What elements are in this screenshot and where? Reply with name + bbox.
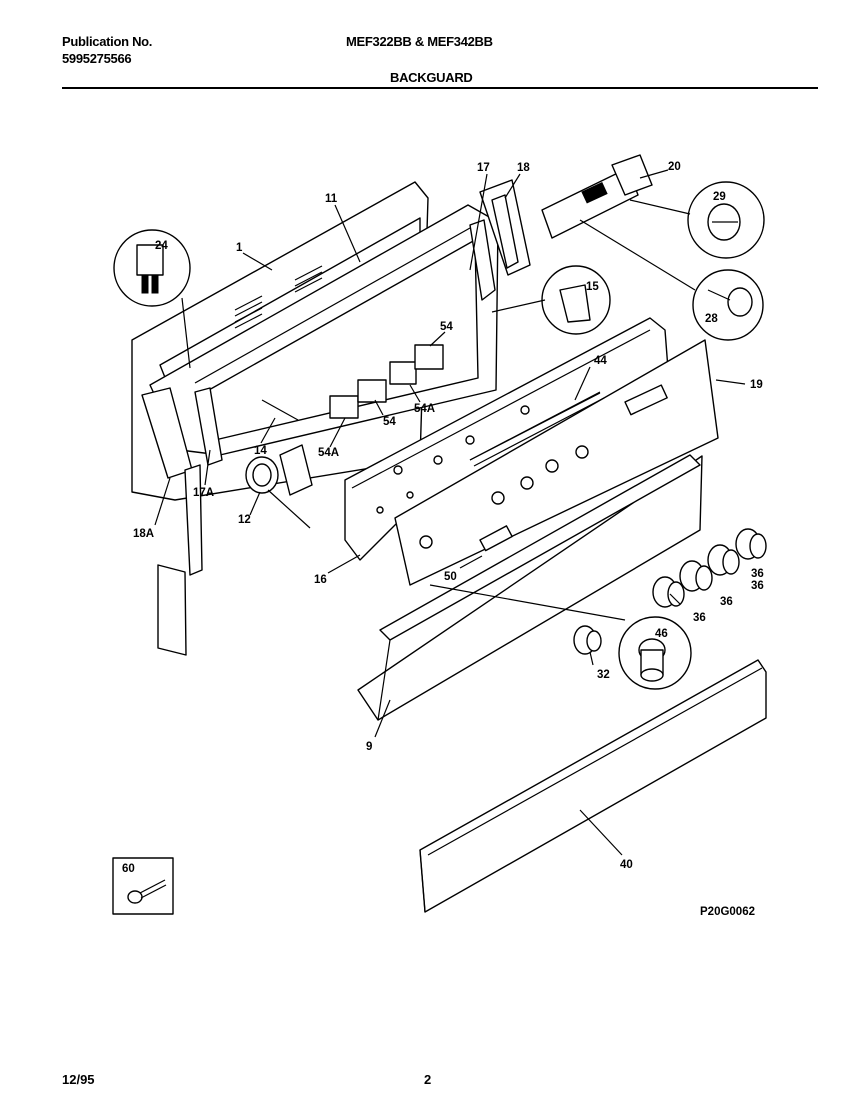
label-part-12: 12 [238,514,251,526]
section-title: BACKGUARD [390,70,473,85]
label-part-54-lower: 54 [383,416,396,428]
label-part-36-a: 36 [751,568,764,580]
footer-page-number: 2 [424,1072,432,1087]
label-part-36-b: 36 [751,580,764,592]
label-part-16: 16 [314,574,327,586]
end-cap-right [469,179,531,301]
label-part-36-d: 36 [693,612,706,624]
control-panel-face-part [394,339,719,586]
label-part-17: 17 [477,162,490,174]
label-part-9: 9 [366,741,372,753]
detail-circle-46 [618,616,692,690]
label-part-44: 44 [594,355,607,367]
label-part-32: 32 [597,669,610,681]
label-part-54A-lower: 54A [318,447,339,459]
label-part-24: 24 [155,240,168,252]
switch-parts [329,344,444,419]
label-part-29: 29 [713,191,726,203]
label-part-60: 60 [122,863,135,875]
trim-channel-edge [473,397,605,467]
label-part-15: 15 [586,281,599,293]
footer-date: 12/95 [62,1072,95,1087]
label-part-40: 40 [620,859,633,871]
front-trim-part [419,659,767,913]
label-part-54-upper: 54 [440,321,453,333]
header-rule [62,87,818,89]
part-labels: 1 11 17 18 20 24 29 15 28 54 44 19 54A 5… [122,161,764,918]
knob-32-part [573,625,602,655]
label-part-46: 46 [655,628,668,640]
label-part-18: 18 [517,162,530,174]
label-part-19: 19 [750,379,763,391]
knob-parts [652,528,767,608]
screw-box-60 [112,857,174,915]
leader-lines [154,169,746,856]
thermostat-part [245,399,313,529]
label-part-20: 20 [668,161,681,173]
detail-circle-24 [113,229,191,307]
label-part-11: 11 [325,193,338,205]
label-part-50: 50 [444,571,457,583]
trim-channel-part [469,392,601,461]
label-part-36-c: 36 [720,596,733,608]
clock-assembly-part [541,154,653,239]
side-trim-strip [157,464,203,656]
label-part-14: 14 [254,445,267,457]
label-part-17A: 17A [193,487,214,499]
figure-code: P20G0062 [700,906,755,918]
detail-circle-29 [687,181,765,259]
publication-number: 5995275566 [62,51,132,66]
end-cap-left [141,387,223,479]
detail-circle-15 [541,265,611,335]
panel-base-part [357,454,703,721]
publication-label: Publication No. [62,34,153,49]
model-numbers: MEF322BB & MEF342BB [346,34,493,49]
label-part-28: 28 [705,313,718,325]
detail-circle-28 [692,269,764,341]
label-part-54A-upper: 54A [414,403,435,415]
label-part-18A: 18A [133,528,154,540]
label-part-1: 1 [236,242,243,254]
